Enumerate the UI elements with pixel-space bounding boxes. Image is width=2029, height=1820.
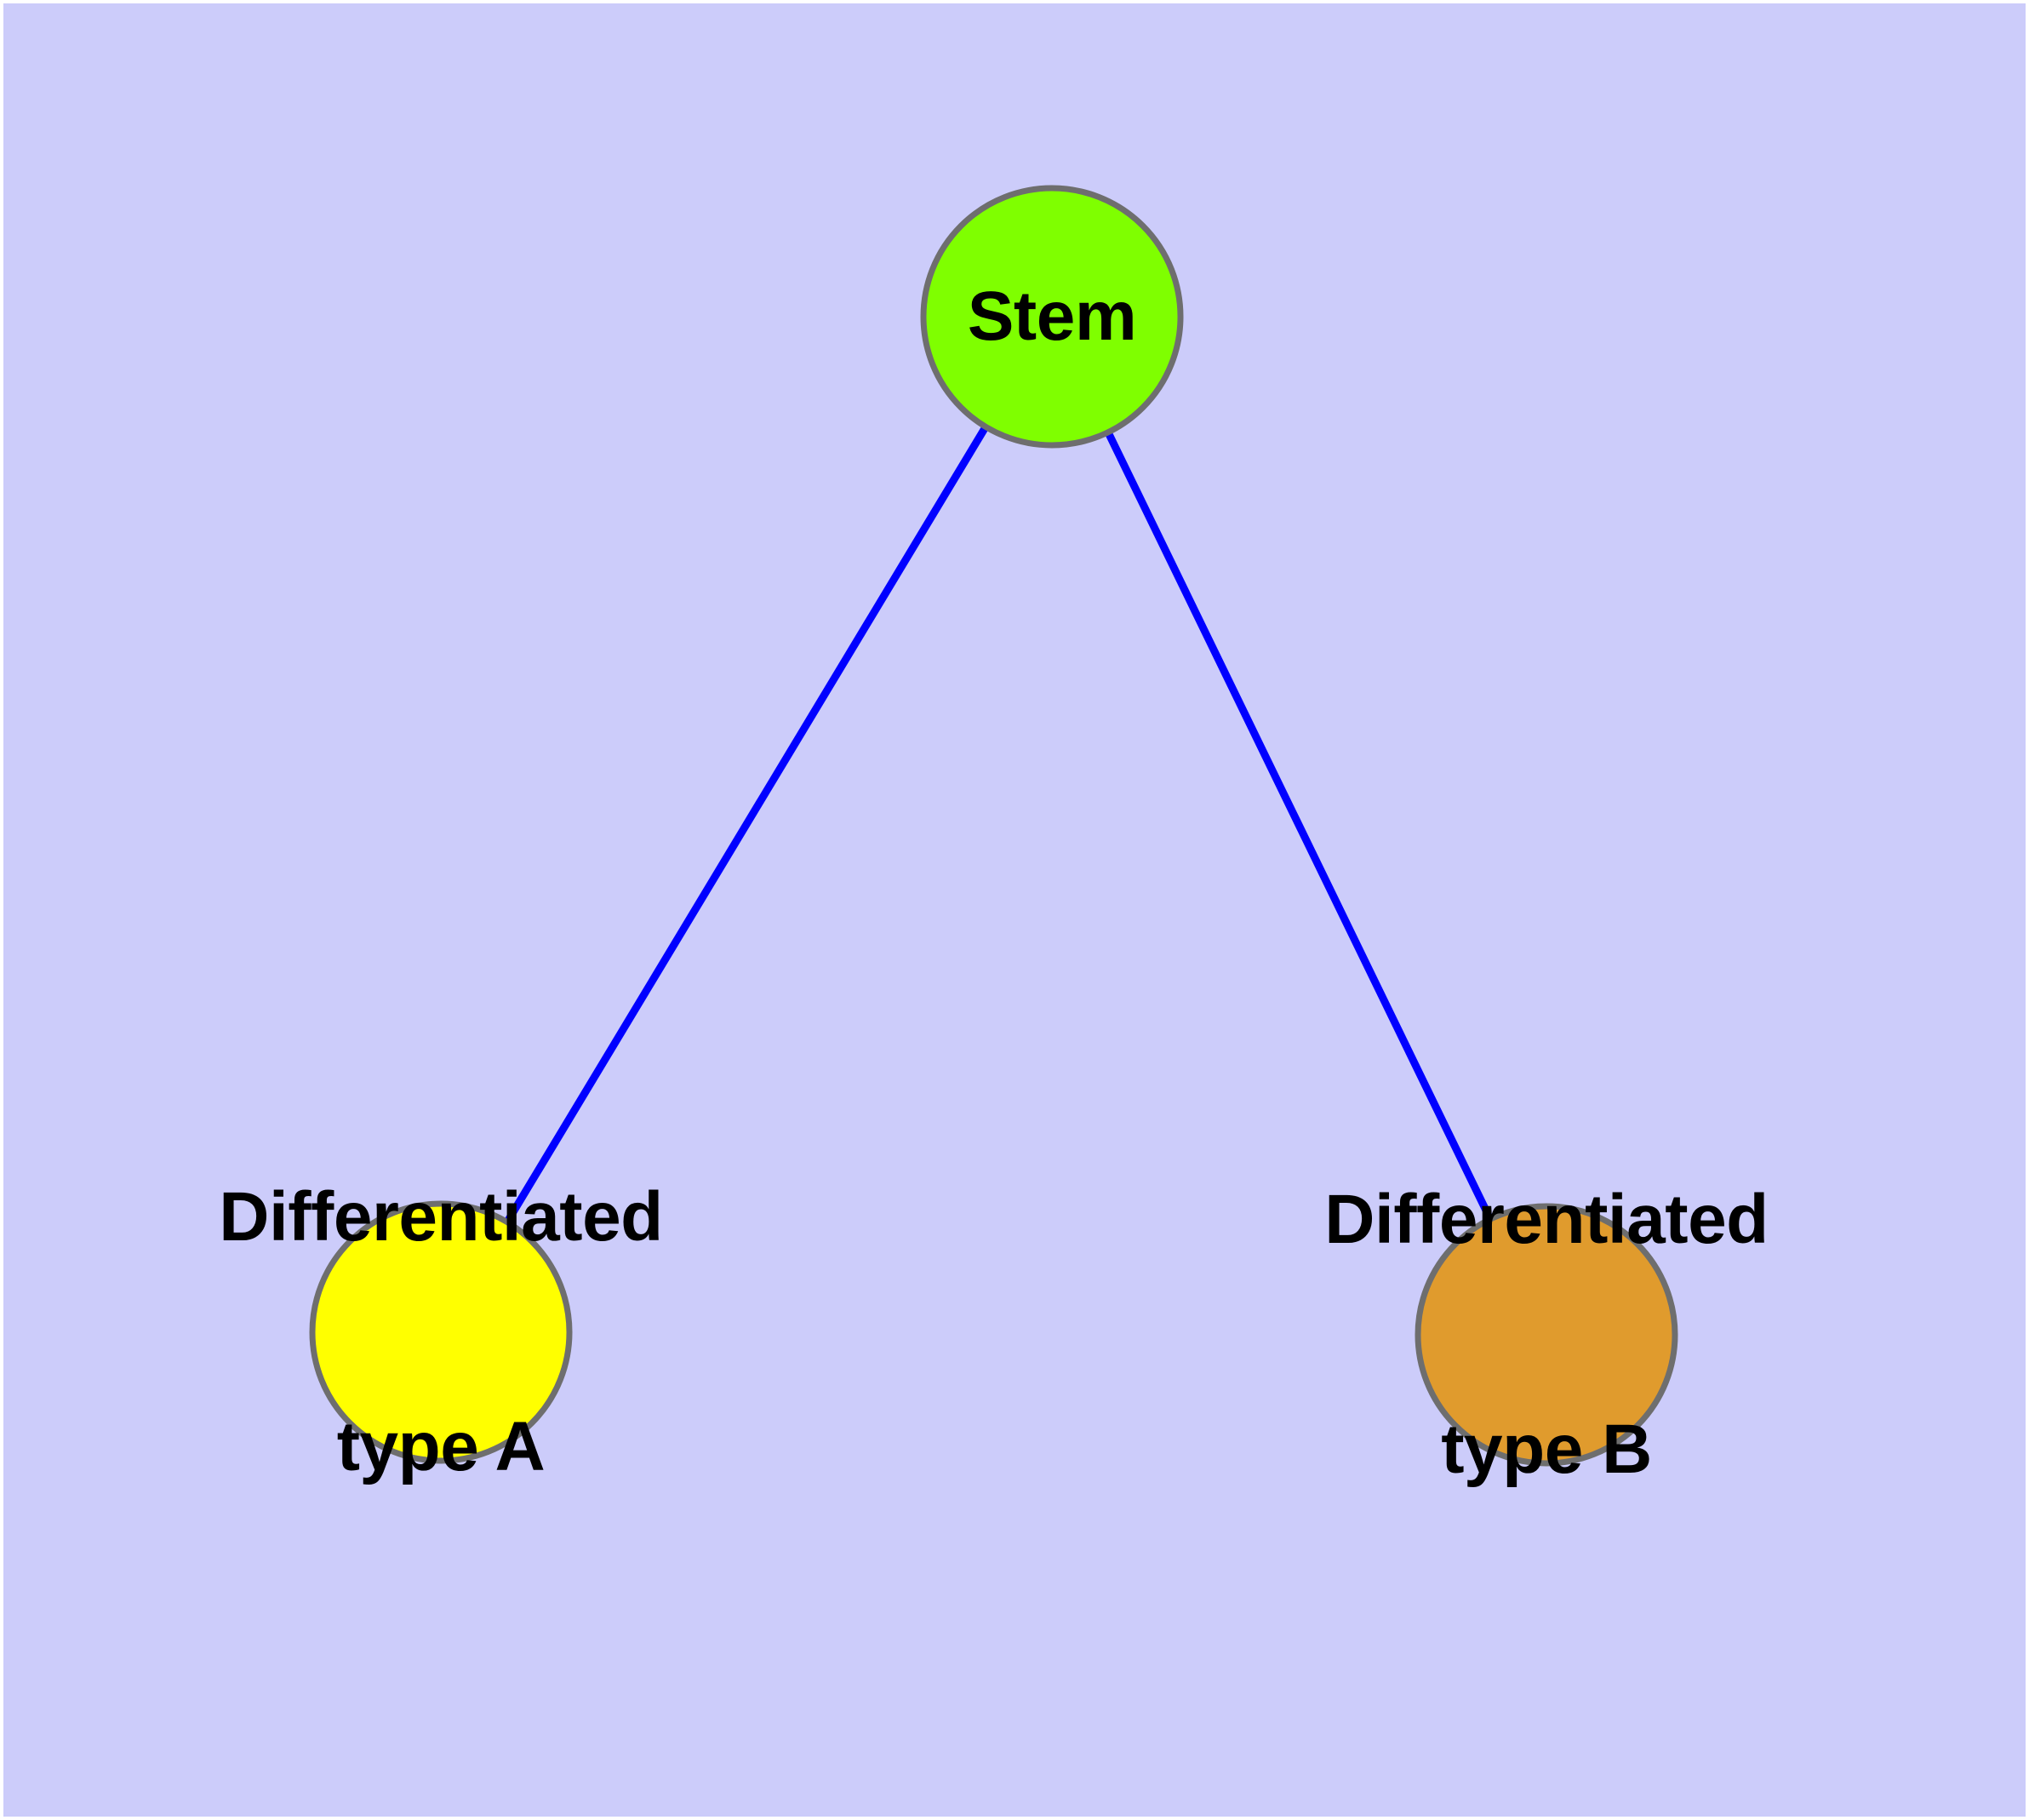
node-stem[interactable] xyxy=(920,185,1184,449)
node-differentiated-type-a[interactable] xyxy=(309,1200,573,1464)
edge-stem-to-differentiated-type-a[interactable] xyxy=(504,425,989,1224)
node-layer xyxy=(309,185,1678,1467)
edge-stem-to-differentiated-type-b[interactable] xyxy=(1104,430,1495,1222)
node-differentiated-type-b[interactable] xyxy=(1415,1203,1678,1467)
edge-layer xyxy=(504,425,1495,1224)
